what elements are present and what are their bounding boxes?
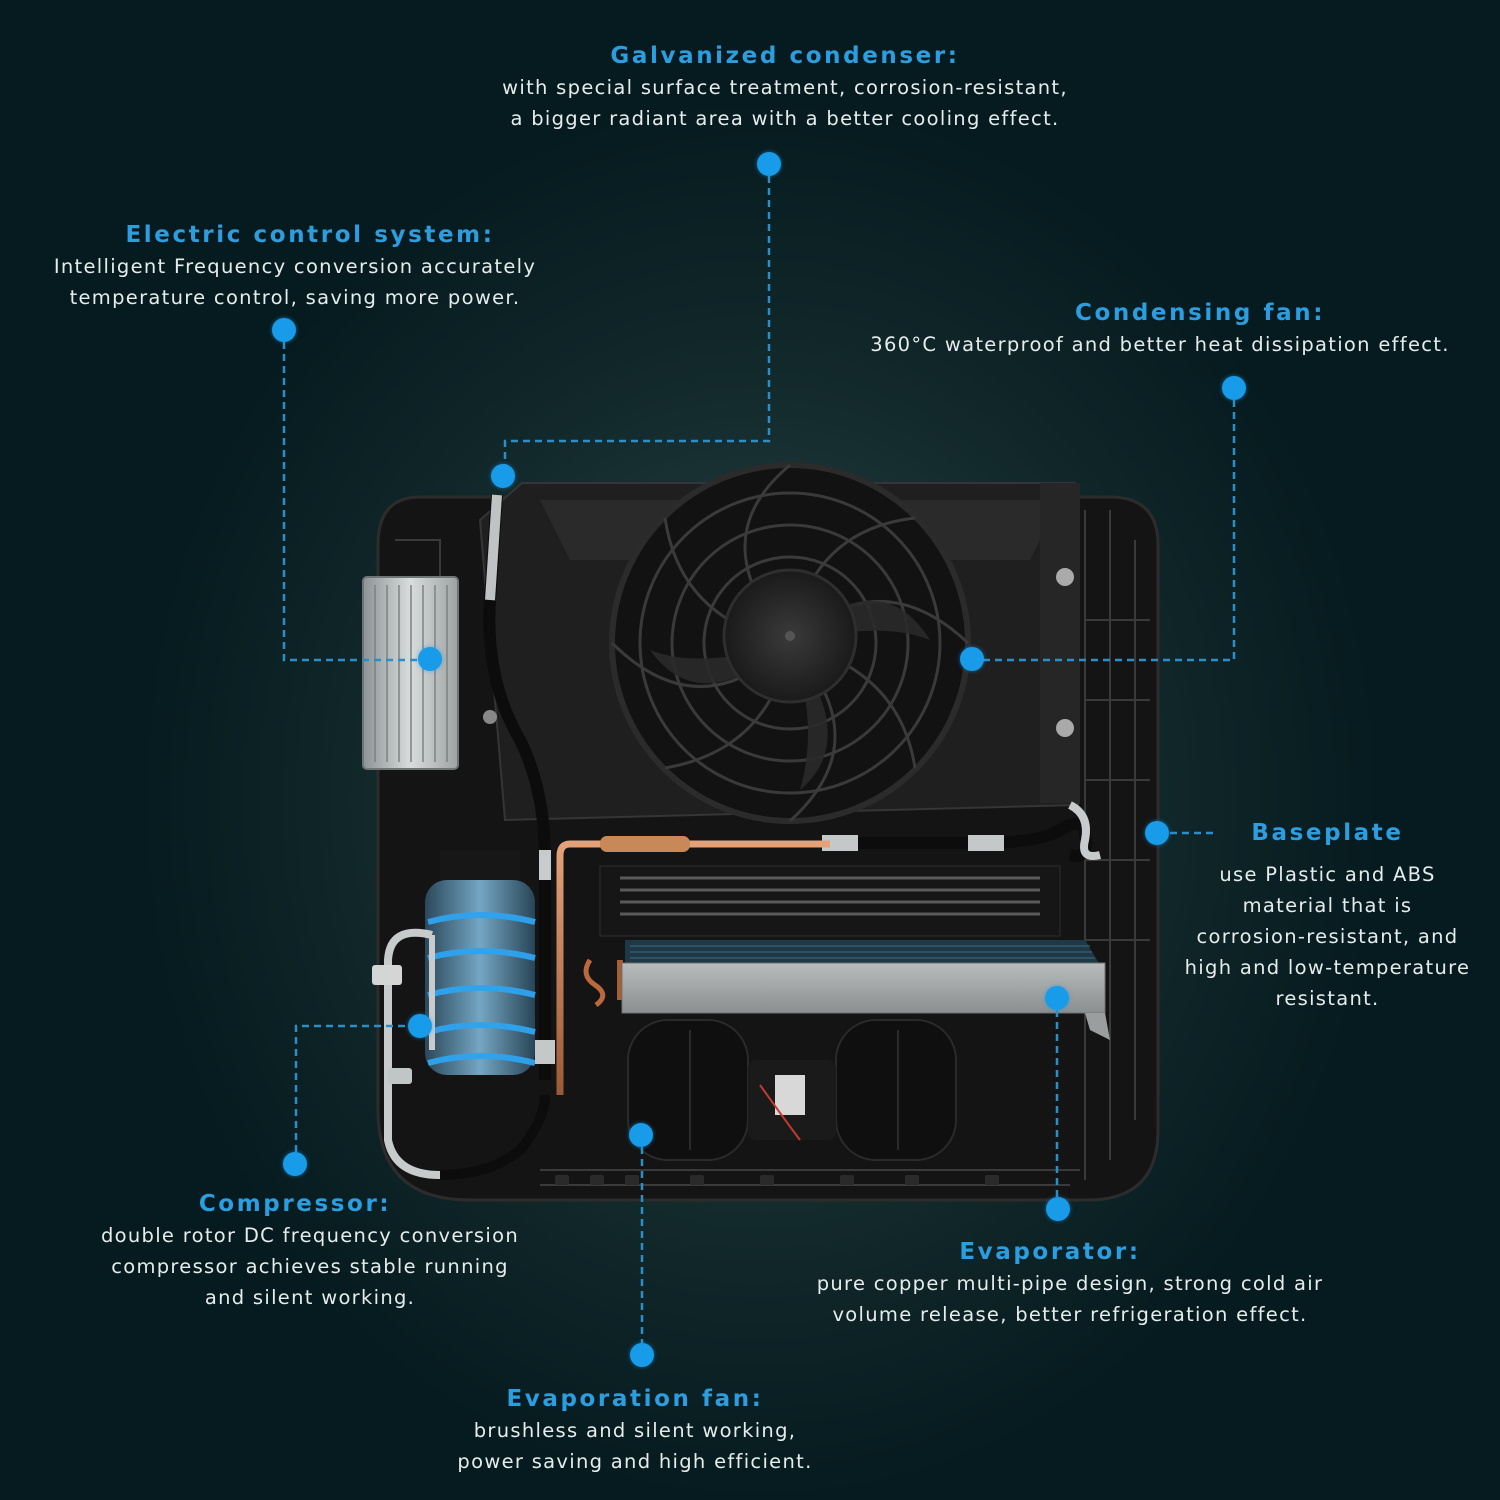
callout-title: Evaporation fan: [506,1386,764,1412]
callout-description: Intelligent Frequency conversion accurat… [53,255,537,309]
callout-title: Compressor: [198,1191,392,1217]
callout-title: Electric control system: [125,222,495,248]
callout-description: use Plastic and ABS material that is cor… [1184,863,1471,1010]
evaporation-fan-label-dot[interactable] [630,1343,654,1367]
evaporation-fan-dot[interactable] [629,1123,653,1147]
compressor-label-dot[interactable] [283,1152,307,1176]
callout-compressor: Compressor: double rotor DC frequency co… [40,1188,580,1313]
callout-description: double rotor DC frequency conversion com… [100,1224,520,1309]
condenser-top-dot[interactable] [757,152,781,176]
callout-description: pure copper multi-pipe design, strong co… [816,1272,1324,1326]
callout-description: with special surface treatment, corrosio… [502,76,1068,130]
baseplate-dot[interactable] [1145,821,1169,845]
callout-galvanized-condenser: Galvanized condenser: with special surfa… [400,40,1170,134]
evaporator-dot[interactable] [1045,986,1069,1010]
callout-electric-control-system: Electric control system: Intelligent Fre… [0,219,590,313]
condensing-fan-dot[interactable] [960,647,984,671]
electric-control-top-dot[interactable] [272,318,296,342]
condensing-fan-top-dot[interactable] [1222,376,1246,400]
callout-baseplate: Baseplate use Plastic and ABS material t… [1155,817,1500,1014]
callout-description: 360°C waterproof and better heat dissipa… [870,333,1450,356]
callout-title: Evaporator: [959,1239,1141,1265]
electric-control-box-dot[interactable] [418,647,442,671]
condenser-pipe-dot[interactable] [491,464,515,488]
callout-evaporator: Evaporator: pure copper multi-pipe desig… [740,1236,1400,1330]
callout-title: Baseplate [1251,820,1404,846]
callout-evaporation-fan: Evaporation fan: brushless and silent wo… [390,1383,880,1477]
callout-title: Galvanized condenser: [610,43,960,69]
compressor-dot[interactable] [408,1014,432,1038]
evaporator-label-dot[interactable] [1046,1197,1070,1221]
callout-condensing-fan: Condensing fan: 360°C waterproof and bet… [820,297,1500,360]
callout-description: brushless and silent working, power savi… [457,1419,813,1473]
callout-title: Condensing fan: [1074,300,1325,326]
